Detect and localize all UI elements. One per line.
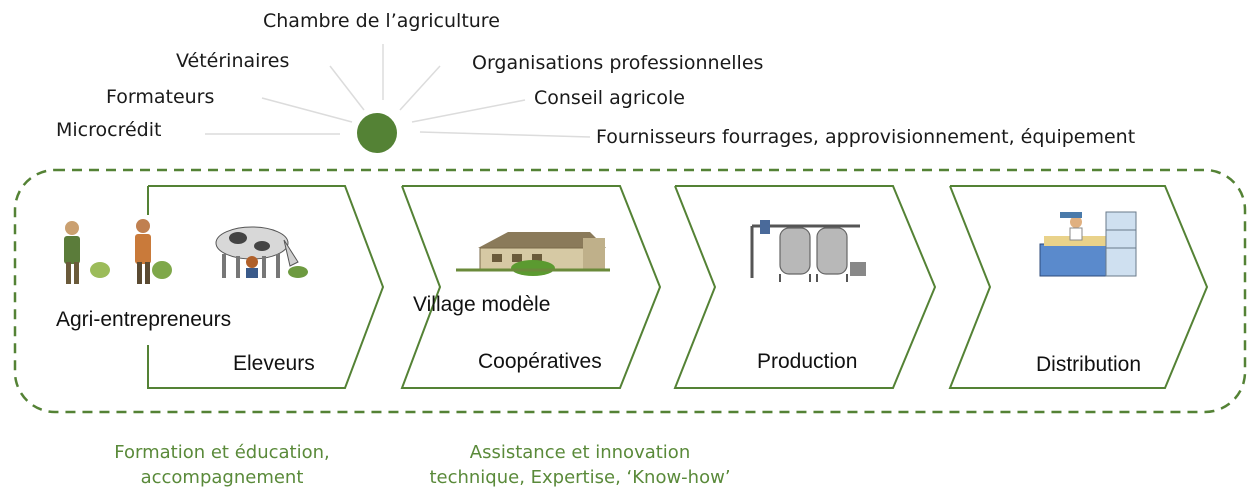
label-organisations-professionnelles: Organisations professionnelles: [472, 52, 764, 74]
ray-veterinaires: [329, 65, 365, 111]
chevron-eleveurs: [147, 185, 385, 389]
label-fournisseurs: Fournisseurs fourrages, approvisionnemen…: [596, 126, 1136, 148]
label-microcredit: Microcrédit: [56, 119, 162, 141]
production-illustration: [750, 220, 866, 282]
label-veterinaires: Vétérinaires: [176, 50, 290, 72]
value-chain-border: [13, 168, 1247, 414]
chevrons: [147, 185, 1209, 389]
village-illustration: [456, 232, 610, 276]
ray-organisations: [399, 65, 441, 111]
stage-eleveurs: Eleveurs: [233, 352, 315, 375]
label-conseil-agricole: Conseil agricole: [534, 87, 685, 109]
label-chambre-agriculture: Chambre de l’agriculture: [263, 10, 500, 32]
note-assistance-line2: technique, Expertise, ‘Know-how’: [429, 467, 731, 488]
label-formateurs: Formateurs: [106, 86, 215, 108]
ray-fournisseurs: [419, 131, 591, 138]
stage-village-modele: Village modèle: [413, 293, 551, 316]
note-assistance-line1: Assistance et innovation: [469, 442, 691, 463]
chevron-production: [673, 185, 937, 389]
stage-distribution: Distribution: [1036, 353, 1142, 376]
cow-illustration: [215, 226, 308, 278]
note-formation-line1: Formation et éducation,: [114, 442, 330, 463]
distribution-illustration: [1039, 211, 1137, 277]
note-assistance: Assistance et innovation technique, Expe…: [410, 440, 750, 490]
stage-cooperatives: Coopératives: [478, 350, 602, 373]
note-formation: Formation et éducation, accompagnement: [82, 440, 362, 490]
chevron-cooperatives: [400, 185, 662, 389]
ray-formateurs: [261, 97, 353, 123]
stage-agri-entrepreneurs: Agri-entrepreneurs: [56, 308, 232, 331]
sun-rays: [205, 44, 591, 138]
chevron-distribution: [948, 185, 1209, 389]
note-formation-line2: accompagnement: [140, 467, 304, 488]
stage-production: Production: [757, 350, 858, 373]
sun-circle: [357, 113, 397, 153]
ray-conseil: [411, 99, 526, 123]
farmers-illustration: [64, 219, 172, 284]
